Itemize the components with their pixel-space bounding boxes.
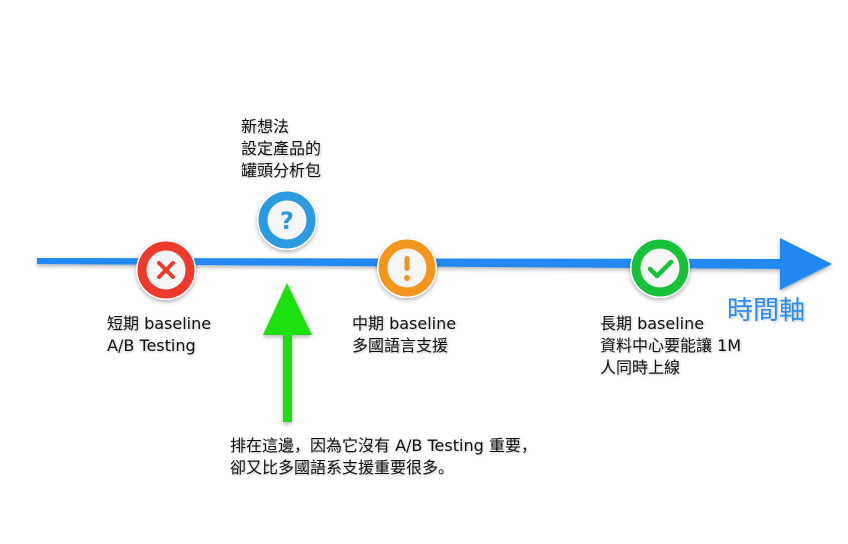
mid-term-title: 中期 baseline [352,314,457,333]
milestone-short-term-icon [136,240,196,300]
axis-label: 時間軸 [727,296,806,326]
mid-term-desc: 多國語言支援 [352,336,449,355]
long-term-title: 長期 baseline [600,314,705,333]
long-term-desc-1: 資料中心要能讓 1M [600,336,742,355]
short-term-title: 短期 baseline [107,314,212,333]
long-term-label: 長期 baseline 資料中心要能讓 1M 人同時上線 [600,313,741,379]
annotation-line-1: 排在這邊，因為它沒有 A/B Testing 重要， [230,436,537,455]
long-term-desc-2: 人同時上線 [600,358,681,377]
x-icon [157,261,175,279]
new-idea-desc-2: 罐頭分析包 [241,161,322,180]
mid-term-label: 中期 baseline 多國語言支援 [352,313,456,357]
new-idea-desc-1: 設定產品的 [241,139,322,158]
pointer-arrow [263,283,312,422]
short-term-desc: A/B Testing [107,336,196,355]
new-idea-title: 新想法 [241,117,290,136]
exclamation-icon [404,256,410,281]
annotation-text: 排在這邊，因為它沒有 A/B Testing 重要， 卻又比多國語系支援重要很多… [230,435,537,479]
check-icon [647,259,674,279]
new-idea-label: 新想法 設定產品的 罐頭分析包 [241,116,321,182]
annotation-line-2: 卻又比多國語系支援重要很多。 [230,458,455,477]
question-icon: ? [280,207,294,235]
milestone-new-idea-icon: ? [257,190,317,250]
milestone-mid-term-icon [377,238,437,298]
milestone-long-term-icon [630,238,690,298]
short-term-label: 短期 baseline A/B Testing [107,313,211,357]
